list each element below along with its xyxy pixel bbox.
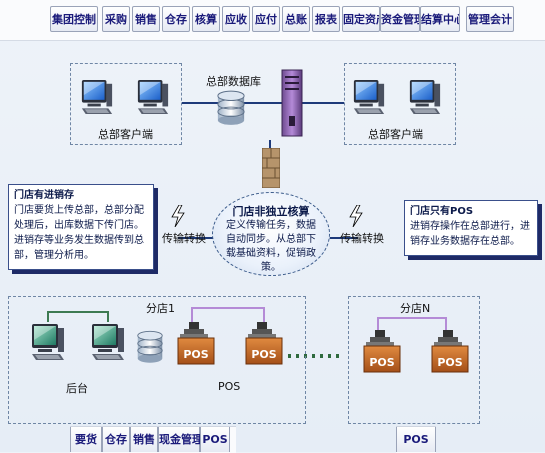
top-nav-tab-12[interactable]: 管理会计 <box>466 6 514 32</box>
store-1-box <box>8 296 306 424</box>
top-nav-tab-4[interactable]: 核算 <box>192 6 220 32</box>
lightning-right-icon <box>349 205 363 227</box>
store-n-pos-1: POS <box>362 330 402 382</box>
center-body: 定义传输任务，数据自动同步。从总部下载基础资料，促销政策。 <box>226 220 316 273</box>
hq-client-right-box <box>344 63 456 145</box>
pos-label: POS <box>369 356 395 369</box>
center-non-independent-accounting: 门店非独立核算 定义传输任务，数据自动同步。从总部下载基础资料，促销政策。 <box>212 192 330 276</box>
top-nav-tab-6[interactable]: 应付 <box>252 6 280 32</box>
store-n-box <box>348 296 480 424</box>
store-1-pos-2: POS <box>244 322 284 374</box>
top-nav-tab-7[interactable]: 总账 <box>282 6 310 32</box>
pos-label: POS <box>437 356 463 369</box>
store-1-pos-group-label: POS <box>218 380 241 393</box>
hq-database-label: 总部数据库 <box>206 75 261 88</box>
store-n-label: 分店N <box>400 302 431 315</box>
top-nav-tab-8[interactable]: 报表 <box>312 6 340 32</box>
firewall-icon <box>262 148 280 188</box>
note-store-pos-only-title: 门店只有POS <box>410 206 474 217</box>
top-nav-tab-5[interactable]: 应收 <box>222 6 250 32</box>
hq-database-icon <box>216 90 246 126</box>
note-store-pos-only-body: 进销存操作在总部进行，进销存业务数据存在总部。 <box>410 221 530 247</box>
store-n-bottom-nav: POS <box>396 426 436 453</box>
store-1-tab-2[interactable]: 销售 <box>130 427 158 452</box>
store-1-label: 分店1 <box>146 302 175 315</box>
pos-label: POS <box>251 348 277 361</box>
store-1-database-icon <box>136 330 164 364</box>
store-1-backoffice-pc-1-icon <box>30 322 66 362</box>
top-nav-tab-2[interactable]: 销售 <box>132 6 160 32</box>
store-1-tab-3[interactable]: 现金管理 <box>158 427 203 452</box>
server-tower-icon <box>281 69 303 137</box>
store-1-backoffice-label: 后台 <box>66 382 88 395</box>
note-store-pos-only: 门店只有POS 进销存操作在总部进行，进销存业务数据存在总部。 <box>404 200 538 256</box>
top-nav-tab-3[interactable]: 仓存 <box>162 6 190 32</box>
hq-client-left-box <box>70 63 182 145</box>
top-nav-tab-11[interactable]: 结算中心 <box>420 6 460 32</box>
top-nav-tab-1[interactable]: 采购 <box>102 6 130 32</box>
hq-client-right-label: 总部客户端 <box>368 128 423 141</box>
top-nav-tab-9[interactable]: 固定资产 <box>342 6 380 32</box>
store-1-tab-4[interactable]: POS <box>200 427 230 452</box>
top-nav: 集团控制采购销售仓存核算应收应付总账报表固定资产资金管理结算中心管理会计 <box>0 0 545 41</box>
note-store-inventory: 门店有进销存 门店要货上传总部，总部分配处理后，出库数据下传门店。进销存等业务发… <box>8 184 154 270</box>
transfer-left-label: 传输转换 <box>162 232 206 245</box>
store-1-pos-1: POS <box>176 322 216 374</box>
lightning-left-icon <box>171 205 185 227</box>
note-store-inventory-title: 门店有进销存 <box>14 190 74 201</box>
note-store-inventory-body: 门店要货上传总部，总部分配处理后，出库数据下传门店。进销存等业务发生数据传到总部… <box>14 205 144 261</box>
store-n-pos-2: POS <box>430 330 470 382</box>
store-1-backoffice-pc-2-icon <box>90 322 126 362</box>
hq-client-left-label: 总部客户端 <box>98 128 153 141</box>
store-n-tab-pos[interactable]: POS <box>396 427 436 452</box>
top-nav-tab-10[interactable]: 资金管理 <box>380 6 420 32</box>
transfer-right-label: 传输转换 <box>340 232 384 245</box>
center-title: 门店非独立核算 <box>232 205 310 218</box>
store-1-tab-1[interactable]: 仓存 <box>102 427 130 452</box>
store-1-tab-0[interactable]: 要货 <box>70 427 102 452</box>
top-nav-tab-0[interactable]: 集团控制 <box>50 6 98 32</box>
pos-label: POS <box>183 348 209 361</box>
